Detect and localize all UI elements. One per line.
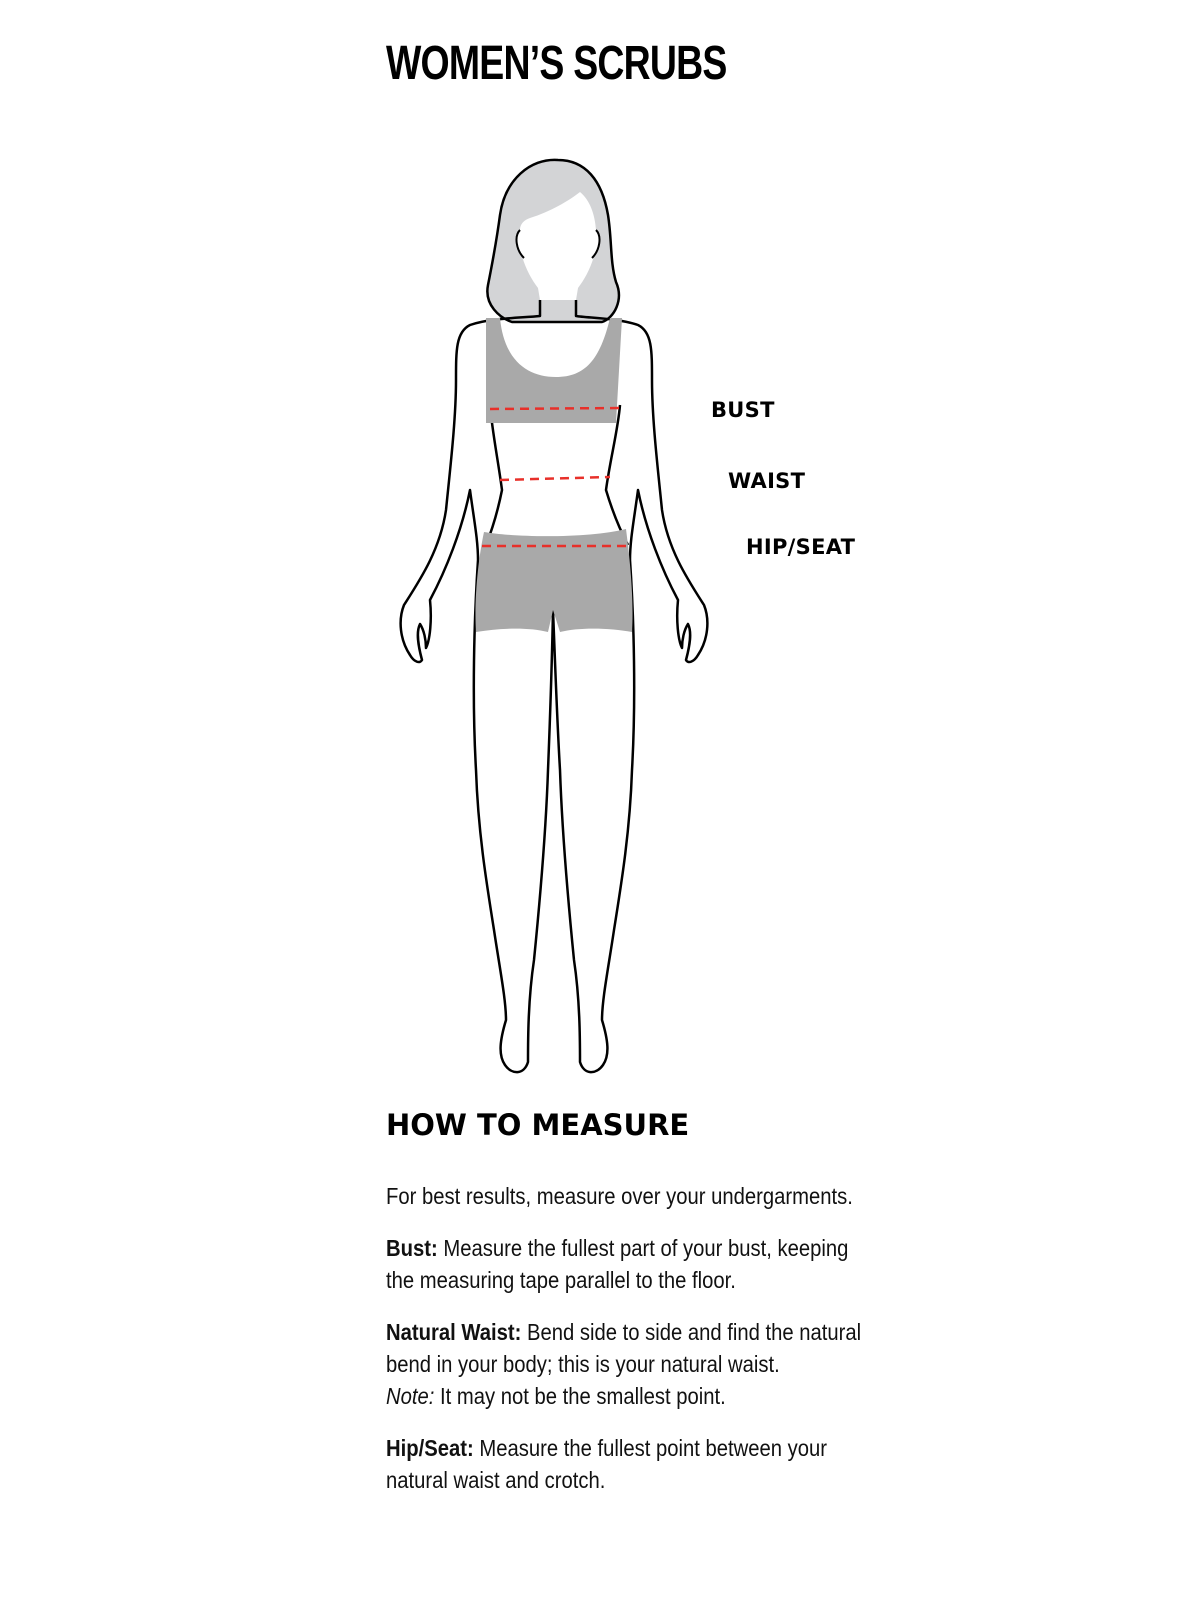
bust-description: Measure the fullest part of your bust, k… bbox=[386, 1235, 849, 1293]
waist-note-text: It may not be the smallest point. bbox=[434, 1383, 726, 1409]
hip-instruction: Hip/Seat: Measure the fullest point betw… bbox=[386, 1432, 879, 1496]
intro-text: For best results, measure over your unde… bbox=[386, 1183, 853, 1209]
waist-measure-line bbox=[499, 475, 611, 482]
hip-description: Measure the fullest point between your n… bbox=[386, 1435, 828, 1493]
how-to-measure-section: HOW TO MEASURE For best results, measure… bbox=[386, 1108, 886, 1493]
waist-note-label: Note: bbox=[386, 1383, 435, 1409]
bust-label: BUST bbox=[711, 398, 775, 422]
waist-label: WAIST bbox=[728, 469, 806, 493]
body-measurement-figure bbox=[399, 158, 709, 1074]
bust-instruction: Bust: Measure the fullest part of your b… bbox=[386, 1232, 879, 1296]
bust-measure-line bbox=[489, 406, 621, 411]
how-to-measure-heading: HOW TO MEASURE bbox=[386, 1108, 690, 1142]
waist-instruction: Natural Waist: Bend side to side and fin… bbox=[386, 1316, 879, 1412]
bra-garment bbox=[486, 318, 622, 423]
hip-term: Hip/Seat: bbox=[386, 1435, 474, 1461]
page-title: WOMEN’S SCRUBS bbox=[386, 37, 727, 90]
face-shape bbox=[516, 192, 600, 300]
hip-seat-label: HIP/SEAT bbox=[746, 535, 856, 559]
waist-description: Bend side to side and find the natural b… bbox=[386, 1319, 862, 1377]
shorts-garment bbox=[475, 529, 633, 632]
bust-term: Bust: bbox=[386, 1235, 438, 1261]
body-outline bbox=[399, 300, 709, 1074]
waist-term: Natural Waist: bbox=[386, 1319, 522, 1345]
